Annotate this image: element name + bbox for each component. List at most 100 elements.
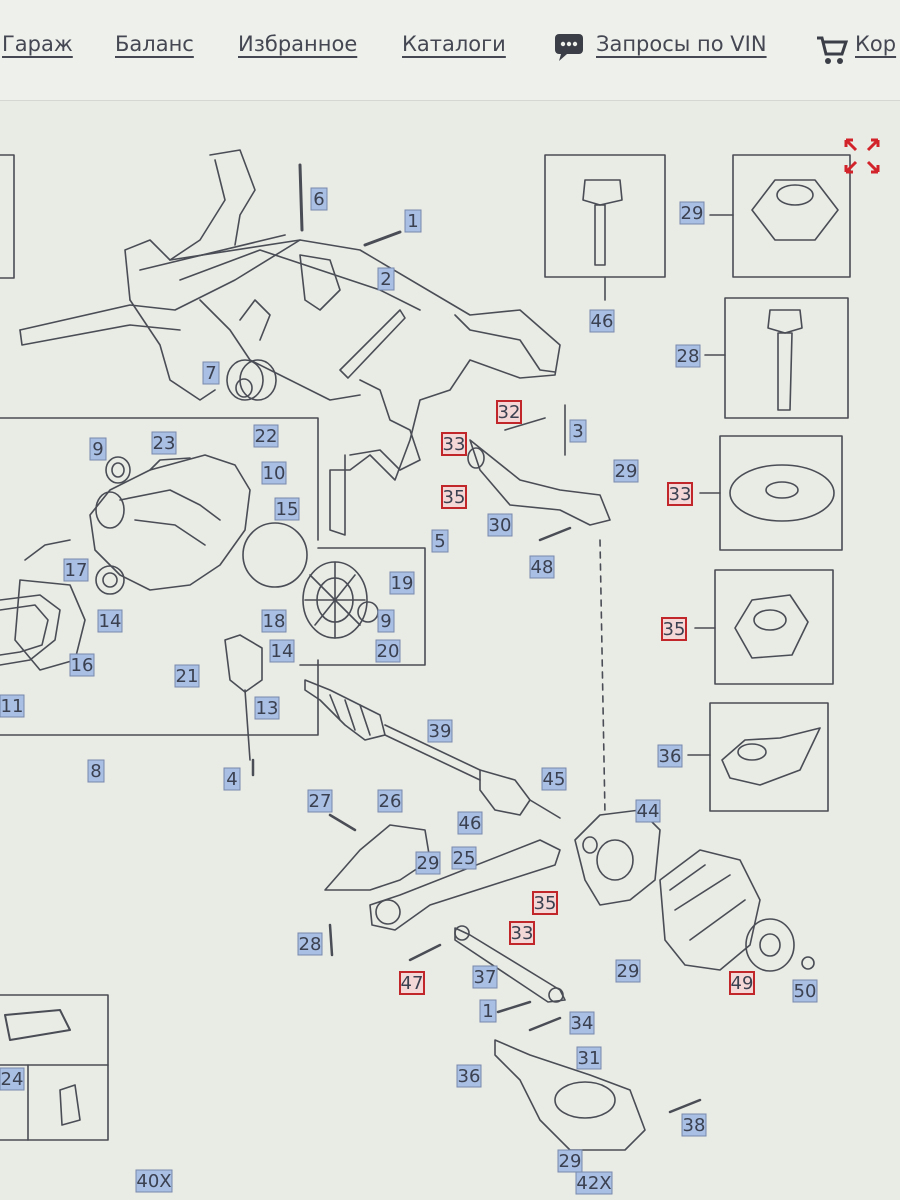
callout-box[interactable] bbox=[377, 267, 395, 291]
callout-26[interactable]: 26 bbox=[377, 789, 403, 813]
callout-box[interactable] bbox=[89, 437, 107, 461]
callout-box[interactable] bbox=[451, 846, 477, 870]
callout-box[interactable] bbox=[681, 1113, 707, 1137]
callout-box[interactable] bbox=[431, 529, 449, 553]
callout-20[interactable]: 20 bbox=[375, 639, 401, 663]
callout-box[interactable] bbox=[377, 609, 395, 633]
callout-9b[interactable]: 9 bbox=[377, 609, 395, 633]
callout-box[interactable] bbox=[389, 571, 415, 595]
callout-box[interactable] bbox=[254, 696, 280, 720]
callout-box[interactable] bbox=[457, 811, 483, 835]
callout-16[interactable]: 16 bbox=[69, 653, 95, 677]
callout-47[interactable]: 47 bbox=[399, 971, 425, 995]
callout-25[interactable]: 25 bbox=[451, 846, 477, 870]
callout-44[interactable]: 44 bbox=[635, 799, 661, 823]
callout-box[interactable] bbox=[87, 759, 105, 783]
callout-29a[interactable]: 29 bbox=[679, 201, 705, 225]
callout-32[interactable]: 32 bbox=[496, 400, 522, 424]
callout-35c[interactable]: 35 bbox=[661, 617, 687, 641]
callout-box[interactable] bbox=[675, 344, 701, 368]
callout-28a[interactable]: 28 bbox=[297, 932, 323, 956]
callout-box[interactable] bbox=[261, 461, 287, 485]
callout-box[interactable] bbox=[496, 400, 522, 424]
callout-box[interactable] bbox=[557, 1149, 583, 1173]
nav-favorites-link[interactable]: Избранное bbox=[238, 32, 358, 56]
expand-arrows-icon[interactable] bbox=[844, 138, 880, 174]
callout-box[interactable] bbox=[135, 1169, 173, 1193]
callout-17[interactable]: 17 bbox=[63, 558, 89, 582]
nav-garage-link[interactable]: Гараж bbox=[2, 32, 73, 56]
callout-box[interactable] bbox=[0, 1067, 25, 1091]
callout-box[interactable] bbox=[261, 609, 287, 633]
callout-box[interactable] bbox=[569, 1011, 595, 1035]
callout-box[interactable] bbox=[253, 424, 279, 448]
callout-39[interactable]: 39 bbox=[427, 719, 453, 743]
callout-box[interactable] bbox=[404, 209, 422, 233]
callout-40[interactable]: 40X bbox=[135, 1169, 173, 1193]
callout-42[interactable]: 42X bbox=[575, 1171, 613, 1195]
callout-46b[interactable]: 46 bbox=[589, 309, 615, 333]
callout-35a[interactable]: 35 bbox=[441, 485, 467, 509]
callout-box[interactable] bbox=[575, 1171, 613, 1195]
callout-8[interactable]: 8 bbox=[87, 759, 105, 783]
callout-35b[interactable]: 35 bbox=[532, 891, 558, 915]
callout-box[interactable] bbox=[63, 558, 89, 582]
callout-33b[interactable]: 33 bbox=[509, 921, 535, 945]
callout-box[interactable] bbox=[615, 959, 641, 983]
callout-box[interactable] bbox=[377, 789, 403, 813]
callout-1b[interactable]: 1 bbox=[479, 999, 497, 1023]
nav-cart-link[interactable]: Кор bbox=[855, 32, 897, 56]
callout-6[interactable]: 6 bbox=[310, 187, 328, 211]
callout-box[interactable] bbox=[174, 664, 200, 688]
callout-37[interactable]: 37 bbox=[472, 965, 498, 989]
callout-23[interactable]: 23 bbox=[151, 431, 177, 455]
nav-balance-link[interactable]: Баланс bbox=[115, 32, 194, 56]
callout-box[interactable] bbox=[427, 719, 453, 743]
callout-box[interactable] bbox=[441, 485, 467, 509]
callout-28b[interactable]: 28 bbox=[675, 344, 701, 368]
callout-21[interactable]: 21 bbox=[174, 664, 200, 688]
callout-box[interactable] bbox=[576, 1046, 602, 1070]
callout-box[interactable] bbox=[307, 789, 333, 813]
callout-box[interactable] bbox=[792, 979, 818, 1003]
callout-box[interactable] bbox=[679, 201, 705, 225]
callout-29d[interactable]: 29 bbox=[615, 959, 641, 983]
callout-9a[interactable]: 9 bbox=[89, 437, 107, 461]
callout-box[interactable] bbox=[667, 482, 693, 506]
callout-box[interactable] bbox=[541, 767, 567, 791]
callout-box[interactable] bbox=[487, 513, 513, 537]
callout-box[interactable] bbox=[456, 1064, 482, 1088]
callout-box[interactable] bbox=[415, 851, 441, 875]
nav-catalogs-link[interactable]: Каталоги bbox=[402, 32, 506, 56]
callout-box[interactable] bbox=[97, 609, 123, 633]
nav-vin-requests-link[interactable]: Запросы по VIN bbox=[596, 32, 767, 56]
callout-33c[interactable]: 33 bbox=[667, 482, 693, 506]
callout-box[interactable] bbox=[569, 419, 587, 443]
callout-34[interactable]: 34 bbox=[569, 1011, 595, 1035]
callout-box[interactable] bbox=[532, 891, 558, 915]
callout-48[interactable]: 48 bbox=[529, 555, 555, 579]
callout-50[interactable]: 50 bbox=[792, 979, 818, 1003]
callout-box[interactable] bbox=[269, 639, 295, 663]
callout-box[interactable] bbox=[613, 459, 639, 483]
callout-49[interactable]: 49 bbox=[729, 971, 755, 995]
callout-10[interactable]: 10 bbox=[261, 461, 287, 485]
callout-15[interactable]: 15 bbox=[274, 497, 300, 521]
callout-box[interactable] bbox=[310, 187, 328, 211]
callout-31[interactable]: 31 bbox=[576, 1046, 602, 1070]
callout-box[interactable] bbox=[441, 432, 467, 456]
callout-29e[interactable]: 29 bbox=[557, 1149, 583, 1173]
callout-box[interactable] bbox=[274, 497, 300, 521]
callout-box[interactable] bbox=[729, 971, 755, 995]
callout-29b[interactable]: 29 bbox=[613, 459, 639, 483]
callout-45[interactable]: 45 bbox=[541, 767, 567, 791]
callout-13[interactable]: 13 bbox=[254, 696, 280, 720]
chat-icon[interactable] bbox=[553, 32, 585, 66]
callout-27[interactable]: 27 bbox=[307, 789, 333, 813]
callout-box[interactable] bbox=[297, 932, 323, 956]
callout-box[interactable] bbox=[635, 799, 661, 823]
callout-box[interactable] bbox=[375, 639, 401, 663]
callout-29c[interactable]: 29 bbox=[415, 851, 441, 875]
callout-box[interactable] bbox=[657, 744, 683, 768]
callout-box[interactable] bbox=[529, 555, 555, 579]
